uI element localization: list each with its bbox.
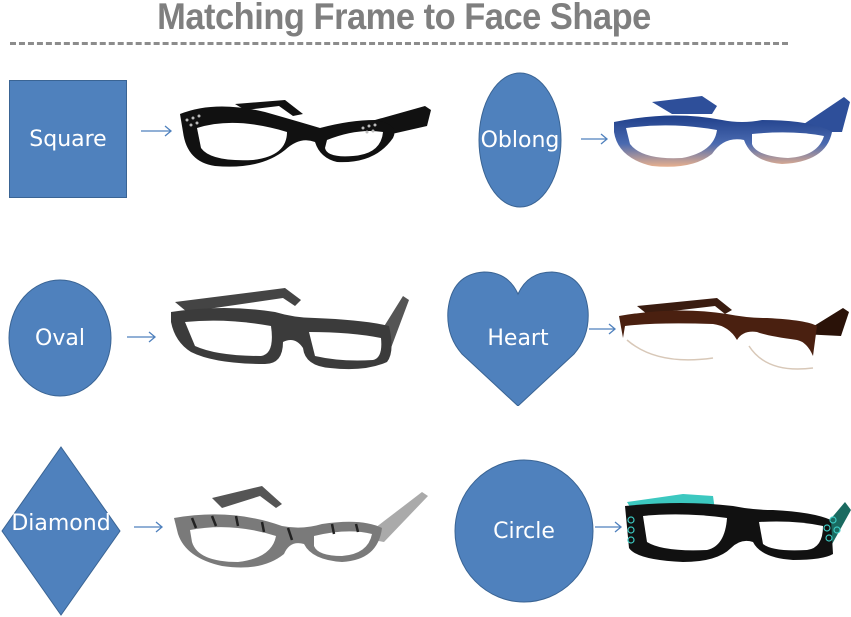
diamond-face-shape: Diamond (1, 446, 121, 616)
dashed-divider (10, 42, 788, 45)
cat-eye-glasses-image (180, 100, 431, 167)
zebra-oval-glasses-image (174, 486, 428, 568)
page-title: Matching Frame to Face Shape (157, 0, 651, 37)
circle-face-shape: Circle (454, 459, 594, 603)
rectangular-grey-glasses-image (171, 288, 409, 370)
arrow-icon (134, 521, 164, 533)
gradient-glasses-image (614, 96, 850, 167)
shape-label: Oval (35, 325, 85, 351)
shape-label: Diamond (11, 510, 111, 536)
oval-face-shape: Oval (8, 279, 112, 397)
heart-face-shape: Heart (446, 270, 590, 406)
square-face-shape: Square (9, 80, 127, 198)
arrow-icon (595, 521, 623, 533)
semi-rimless-tortoise-glasses-image (619, 298, 849, 370)
arrow-icon (589, 323, 617, 335)
arrow-icon (141, 125, 173, 137)
arrow-icon (127, 331, 157, 343)
shape-label: Heart (487, 325, 549, 351)
shape-label: Square (29, 126, 107, 152)
arrow-icon (581, 133, 609, 145)
black-teal-glasses-image (625, 494, 851, 562)
oblong-face-shape: Oblong (478, 72, 562, 208)
shape-label: Circle (493, 518, 555, 544)
shape-label: Oblong (480, 127, 560, 153)
